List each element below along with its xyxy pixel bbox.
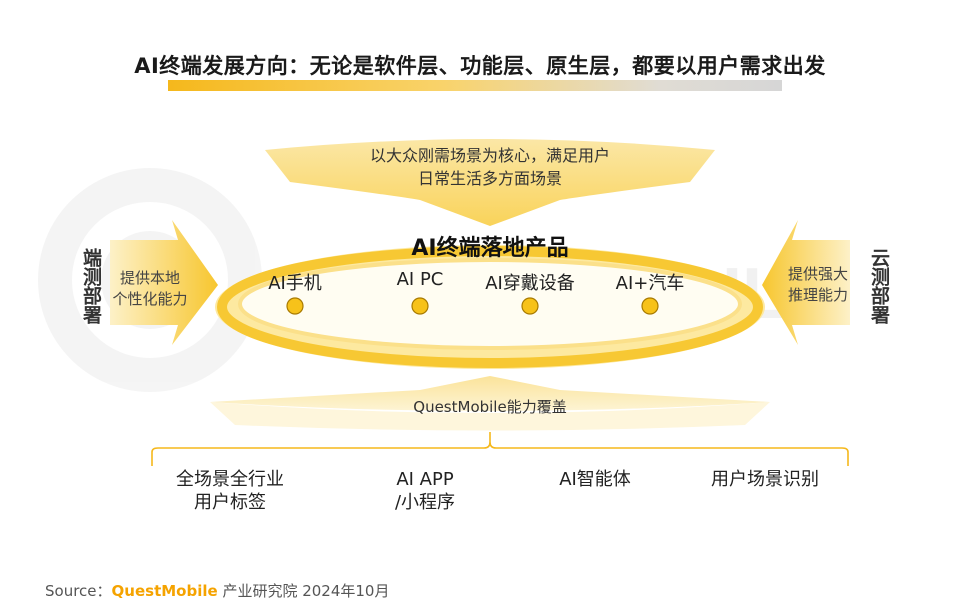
dot-ai-pc	[411, 297, 429, 315]
left-line1: 提供本地	[119, 269, 180, 287]
bottom-item-1: 全场景全行业 用户标签	[160, 468, 300, 514]
bottom-item-2: AI APP /小程序	[360, 468, 490, 514]
source-suffix: 产业研究院 2024年10月	[217, 582, 390, 600]
source-note: Source：QuestMobile 产业研究院 2024年10月	[45, 580, 389, 601]
bottom-item-1-line1: 全场景全行业	[176, 469, 284, 490]
title-underline-bar	[168, 80, 782, 91]
right-line2: 推理能力	[787, 286, 848, 304]
right-arrow	[762, 220, 850, 345]
top-arrow-line2: 日常生活多方面场景	[417, 169, 562, 188]
source-prefix: Source：	[45, 582, 112, 600]
bottom-item-2-line1: AI APP	[396, 469, 454, 490]
source-brand: QuestMobile	[111, 582, 218, 600]
left-arrow-text: 提供本地 个性化能力	[108, 268, 192, 310]
bottom-arrow	[210, 376, 770, 411]
right-vertical-label: 云测部署	[868, 248, 890, 324]
bottom-item-3: AI智能体	[535, 468, 655, 491]
top-arrow	[265, 139, 715, 226]
product-ai-phone: AI手机	[268, 273, 322, 294]
bottom-item-4: 用户场景识别	[695, 468, 835, 491]
page-title: AI终端发展方向：无论是软件层、功能层、原生层，都要以用户需求出发	[134, 54, 826, 78]
bottom-item-3-line1: AI智能体	[559, 469, 631, 490]
bottom-item-2-line2: /小程序	[394, 492, 456, 513]
top-arrow-text: 以大众刚需场景为核心，满足用户 日常生活多方面场景	[300, 144, 680, 190]
right-arrow-text: 提供强大 推理能力	[778, 264, 858, 306]
product-ai-pc: AI PC	[396, 269, 444, 290]
right-line1: 提供强大	[787, 265, 848, 283]
dot-ai-wearable	[521, 297, 539, 315]
product-ai-wearable: AI穿戴设备	[485, 273, 575, 294]
bottom-bracket	[151, 432, 849, 466]
product-ai-car: AI+汽车	[615, 273, 685, 294]
left-arrow	[110, 220, 218, 345]
left-line2: 个性化能力	[112, 290, 188, 308]
dot-ai-car	[641, 297, 659, 315]
bottom-arrow-label: QuestMobile能力覆盖	[413, 398, 567, 416]
bottom-item-1-line2: 用户标签	[194, 492, 266, 513]
central-ring-inner	[240, 260, 740, 348]
bottom-item-4-line1: 用户场景识别	[711, 469, 819, 490]
center-title: AI终端落地产品	[411, 236, 569, 261]
dot-ai-phone	[286, 297, 304, 315]
product-dots	[286, 297, 659, 315]
top-arrow-line1: 以大众刚需场景为核心，满足用户	[369, 146, 610, 165]
left-vertical-label: 端测部署	[80, 248, 102, 324]
